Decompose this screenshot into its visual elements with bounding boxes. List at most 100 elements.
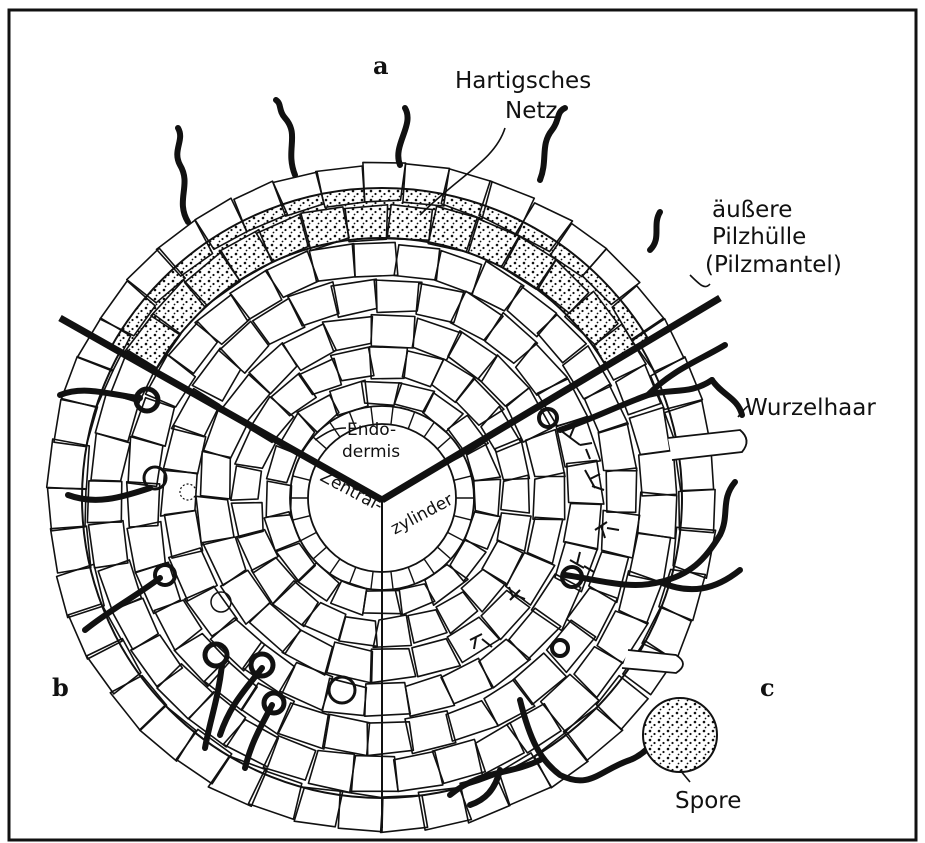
cortex-cell [294, 787, 343, 827]
cortex-cell [331, 347, 374, 381]
endodermis-cell-wall [349, 567, 355, 584]
endodermis-cell-wall [371, 571, 373, 589]
cortex-cell [485, 313, 537, 364]
endodermis-cell-wall [330, 559, 340, 574]
cortex-cell [679, 490, 715, 533]
cortex-cell [221, 570, 271, 624]
cortex-cell [638, 492, 677, 538]
figure-frame [9, 10, 916, 840]
cortex-cell [219, 321, 269, 373]
cortex-cell [564, 708, 623, 761]
cortex-cell [164, 426, 206, 474]
endodermis-cell-wall [301, 532, 317, 540]
endodermis-cell-wall [391, 571, 393, 589]
endodermis-cell-wall [293, 476, 310, 480]
cortex-cell [110, 676, 166, 731]
cortex-cell [598, 423, 637, 471]
cortex-cell [394, 245, 440, 280]
endodermis-cell-wall [313, 437, 326, 449]
cortex-cell [323, 317, 373, 351]
cortex-cell [596, 676, 648, 730]
cortex-cell [374, 280, 422, 313]
cortex-cell [196, 496, 234, 545]
endodermis-cell-wall [437, 547, 450, 559]
panel-label-c: c [760, 673, 775, 702]
endodermis-cell-wall [437, 437, 450, 449]
mantle-label-line2: Pilzhülle [712, 224, 806, 250]
cortex-cell [497, 513, 531, 551]
panel-label-b: b [52, 673, 69, 702]
endodermis-cell-wall [454, 476, 471, 480]
cortex-cell [495, 438, 529, 479]
endodermis-cell-wall [454, 516, 471, 520]
mantle-label-line3: (Pilzmantel) [705, 252, 842, 278]
cortex-cell [416, 283, 464, 322]
cortex-cell [280, 663, 333, 711]
cortex-cell [131, 635, 183, 687]
cortex-cell [541, 674, 599, 732]
spore-label: Spore [675, 788, 741, 814]
cortex-cell [164, 510, 202, 558]
cortex-cell [176, 729, 232, 783]
cortex-cell [423, 393, 464, 432]
cortex-cell [369, 347, 407, 379]
endodermis-cell-wall [293, 516, 310, 520]
sector-line-right [382, 298, 720, 500]
cortex-cell [208, 756, 267, 806]
endodermis-label-line2: dermis [342, 442, 400, 462]
endodermis-cell-wall [313, 547, 326, 559]
endodermis-cell-wall [424, 559, 434, 574]
cortex-cell [323, 714, 370, 755]
cortex-cell [639, 451, 677, 496]
cortex-cell [448, 331, 497, 382]
sector-b-hyphae [60, 391, 272, 768]
hartig-label-line2: Netz [505, 98, 557, 124]
hartig-label-line1: Hartigsches [455, 68, 591, 94]
root-hairs [622, 430, 747, 673]
cortex-cell [567, 460, 604, 504]
cortex-cell [89, 521, 128, 568]
cortex-cell [365, 683, 411, 717]
endodermis-cell-wall [408, 412, 414, 429]
cortex-cell [249, 603, 300, 654]
cortex-cell [282, 630, 332, 675]
endodermis-cell-wall [408, 567, 414, 584]
cortex-cell [339, 617, 377, 647]
cortex-cell [533, 473, 565, 520]
cortex-cell [478, 355, 529, 406]
cortex-cell [252, 558, 297, 605]
endodermis-cell-wall [448, 532, 464, 540]
cortex-cell [185, 586, 238, 636]
cortex-cell [276, 543, 315, 581]
cortex-cell [249, 343, 297, 394]
cortex-cell [201, 451, 231, 499]
cortex-cell [231, 466, 262, 500]
panel-label-a: a [373, 51, 389, 80]
cortex-cell [157, 664, 213, 719]
cortex-cell [501, 475, 529, 513]
cortex-cell [370, 649, 415, 683]
cortex-cell [450, 539, 486, 581]
cortex-cell [394, 751, 443, 791]
cortex-cell [513, 653, 566, 705]
wurzelhaar-label: Wurzelhaar [745, 395, 876, 421]
spore-body [643, 698, 717, 772]
cortex-cell [516, 343, 568, 395]
cortex-cell [441, 658, 492, 703]
cortex-cell [371, 315, 415, 348]
cortex-cell [231, 503, 263, 538]
cortex-cell [373, 615, 411, 647]
cortex-cell [327, 642, 373, 683]
cortex-cell [350, 756, 398, 792]
cortex-cell [308, 751, 354, 793]
cortex-cell [140, 705, 196, 761]
cortex-cell [629, 408, 670, 455]
mantle-label-line1: äußere [712, 197, 792, 223]
endodermis-label-line1: Endo- [347, 420, 396, 440]
cortex-cell [352, 242, 398, 277]
cortex-cell [273, 581, 319, 627]
endodermis-cell-wall [424, 422, 434, 437]
cortex-cell [282, 324, 336, 371]
